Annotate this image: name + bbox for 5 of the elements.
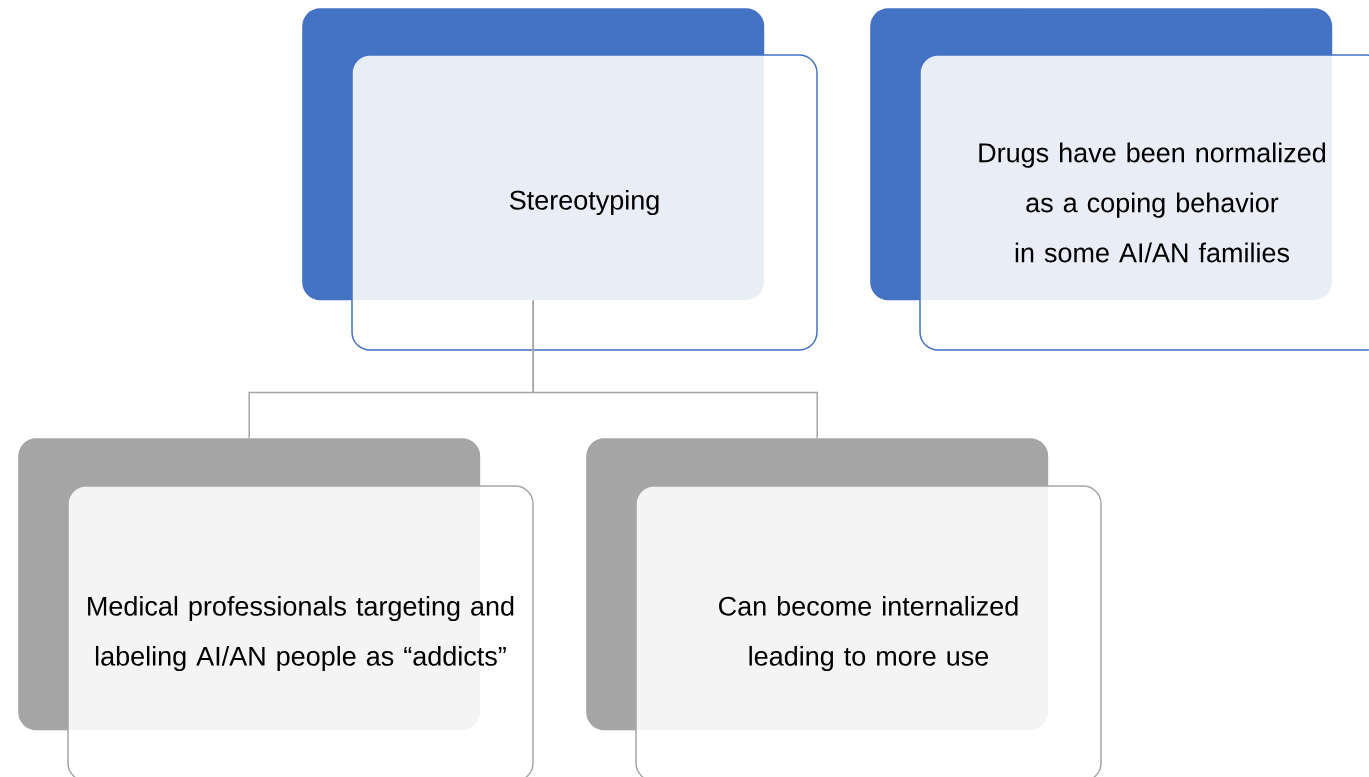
- stacked-box: Drugs have been normalized as a coping behavior in some AI/AN families: [870, 8, 1369, 351]
- stacked-box: Stereotyping: [302, 8, 818, 351]
- stacked-box: Can become internalized leading to more use: [586, 438, 1102, 777]
- connector-line: [532, 299, 818, 439]
- stacked-box: Medical professionals targeting and labeling AI/AN people as “addicts”: [18, 438, 534, 777]
